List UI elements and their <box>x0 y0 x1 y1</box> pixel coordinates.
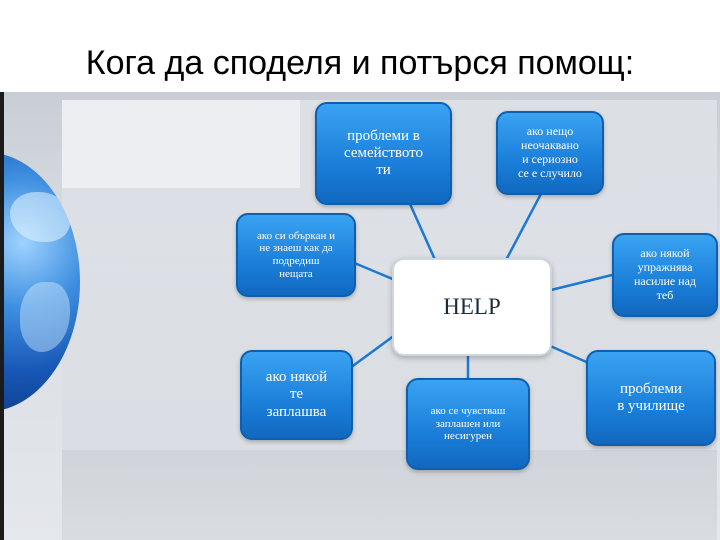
node-family-problems: проблеми в семейството ти <box>315 102 452 205</box>
connector-family <box>404 194 438 263</box>
node-threatened: ако някой те заплашва <box>240 350 353 440</box>
background-card <box>62 100 300 188</box>
globe-image <box>0 152 80 412</box>
connector-violence <box>550 273 613 292</box>
node-unexpected-event: ако нещо неочаквано и сериозно се е случ… <box>496 111 604 195</box>
background-bottom-band <box>62 450 717 540</box>
globe-land-shape <box>10 192 70 242</box>
node-violence: ако някой упражнява насилие над теб <box>612 233 718 317</box>
slide-title: Кога да споделя и потърся помощ: <box>85 44 635 82</box>
node-unsafe: ако се чувстваш заплашен или несигурен <box>406 378 530 470</box>
connector-confused <box>351 260 396 282</box>
connector-threat <box>349 333 396 370</box>
node-school-problems: проблеми в училище <box>586 350 716 446</box>
center-node-help: HELP <box>392 258 552 356</box>
connector-unexpected <box>503 189 545 263</box>
panel-edge <box>0 92 4 540</box>
node-confused: ако си объркан и не знаеш как да подреди… <box>236 213 356 297</box>
